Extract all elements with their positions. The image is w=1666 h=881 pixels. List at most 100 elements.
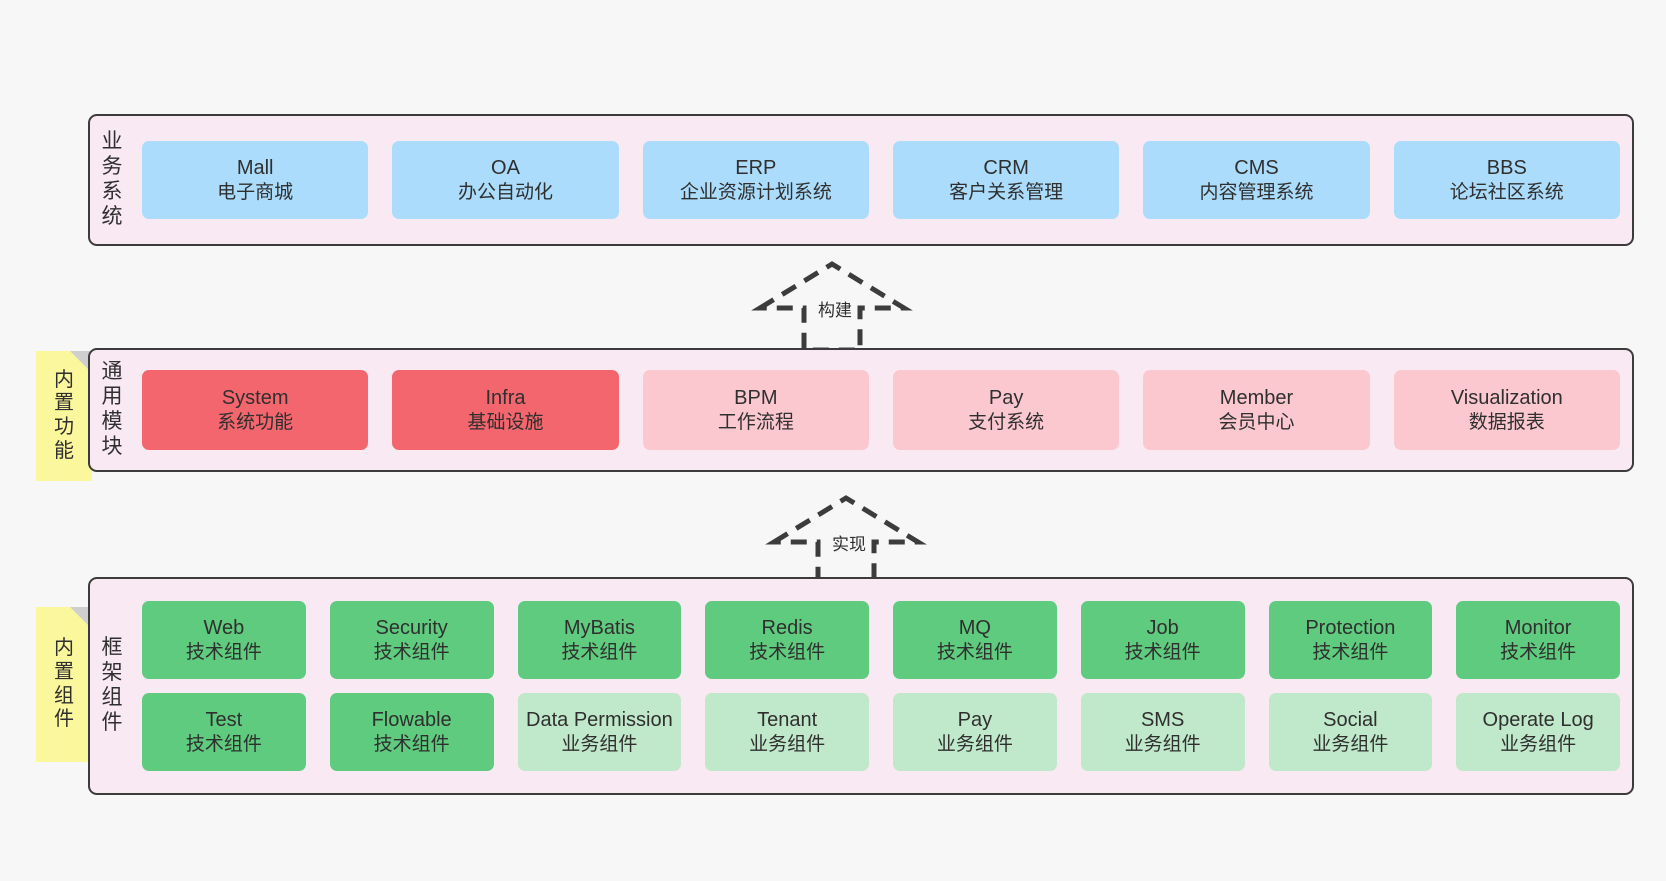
layer-title-char: 模 bbox=[101, 410, 123, 433]
card-subtitle: 内容管理系统 bbox=[1199, 181, 1314, 203]
sticky-note-builtin-features: 内 置 功 能 bbox=[36, 351, 92, 481]
card-subtitle: 业务组件 bbox=[561, 733, 638, 755]
dashed-hollow-arrow-icon bbox=[765, 495, 927, 587]
card-data-permission[interactable]: Data Permission 业务组件 bbox=[517, 693, 682, 771]
card-sms[interactable]: SMS 业务组件 bbox=[1080, 693, 1245, 771]
sticky-note-char: 件 bbox=[54, 708, 74, 731]
layer-title-char: 通 bbox=[101, 360, 123, 384]
card-title: Visualization bbox=[1450, 387, 1563, 410]
card-oa[interactable]: OA 办公自动化 bbox=[392, 141, 619, 219]
card-subtitle: 技术组件 bbox=[936, 641, 1013, 663]
card-title: BPM bbox=[734, 387, 778, 410]
card-row: Web 技术组件 Security 技术组件 MyBatis 技术组件 Redi… bbox=[142, 601, 1620, 679]
card-subtitle: 业务组件 bbox=[1312, 733, 1389, 755]
layer-title-framework-component: 框 架 组 件 bbox=[90, 579, 134, 793]
card-web[interactable]: Web 技术组件 bbox=[142, 601, 306, 679]
card-title: CRM bbox=[983, 157, 1029, 180]
card-monitor[interactable]: Monitor 技术组件 bbox=[1456, 601, 1620, 679]
card-subtitle: 业务组件 bbox=[749, 733, 826, 755]
card-row: System 系统功能 Infra 基础设施 BPM 工作流程 Pay 支付系统… bbox=[142, 370, 1620, 450]
layer-title-char: 块 bbox=[101, 434, 123, 458]
card-title: Job bbox=[1146, 617, 1179, 640]
card-title: System bbox=[221, 387, 289, 410]
card-subtitle: 业务组件 bbox=[1500, 733, 1577, 755]
card-row: Mall 电子商城 OA 办公自动化 ERP 企业资源计划系统 CRM 客户关系… bbox=[142, 141, 1620, 219]
card-subtitle: 技术组件 bbox=[1500, 641, 1577, 663]
card-subtitle: 数据报表 bbox=[1468, 411, 1545, 433]
folded-corner-icon bbox=[70, 607, 92, 629]
card-title: Member bbox=[1219, 387, 1294, 410]
card-member[interactable]: Member 会员中心 bbox=[1143, 370, 1370, 450]
card-title: Tenant bbox=[757, 709, 818, 732]
card-operate-log[interactable]: Operate Log 业务组件 bbox=[1456, 693, 1620, 771]
card-subtitle: 电子商城 bbox=[217, 181, 294, 203]
card-crm[interactable]: CRM 客户关系管理 bbox=[892, 141, 1120, 219]
card-subtitle: 技术组件 bbox=[1124, 641, 1201, 663]
card-pay-business[interactable]: Pay 业务组件 bbox=[893, 693, 1057, 771]
card-subtitle: 技术组件 bbox=[185, 733, 262, 755]
layer-title-char: 用 bbox=[101, 385, 123, 409]
card-subtitle: 技术组件 bbox=[749, 641, 826, 663]
card-bbs[interactable]: BBS 论坛社区系统 bbox=[1393, 141, 1620, 219]
card-mybatis[interactable]: MyBatis 技术组件 bbox=[517, 601, 682, 679]
layer-title-char: 架 bbox=[101, 661, 123, 685]
arrow-build-label: 构建 bbox=[818, 301, 852, 320]
sticky-note-char: 置 bbox=[54, 660, 74, 683]
card-title: Test bbox=[205, 709, 243, 732]
layer-title-char: 统 bbox=[101, 204, 123, 228]
folded-corner-icon bbox=[70, 351, 92, 373]
card-visualization[interactable]: Visualization 数据报表 bbox=[1393, 370, 1620, 450]
layer-title-common-module: 通 用 模 块 bbox=[90, 350, 134, 470]
arrow-build: 构建 bbox=[751, 258, 913, 353]
card-mq[interactable]: MQ 技术组件 bbox=[893, 601, 1057, 679]
card-title: Flowable bbox=[371, 709, 452, 732]
layer-body-common-module: System 系统功能 Infra 基础设施 BPM 工作流程 Pay 支付系统… bbox=[134, 350, 1632, 470]
card-flowable[interactable]: Flowable 技术组件 bbox=[329, 693, 494, 771]
card-title: SMS bbox=[1140, 709, 1185, 732]
layer-title-char: 组 bbox=[101, 686, 123, 709]
card-subtitle: 工作流程 bbox=[717, 411, 794, 433]
arrow-realize: 实现 bbox=[765, 492, 927, 587]
layer-business-system: 业 务 系 统 Mall 电子商城 OA 办公自动化 ERP 企业资源计划系统 bbox=[88, 114, 1634, 246]
sticky-note-char: 内 bbox=[54, 368, 74, 391]
sticky-note-char: 功 bbox=[54, 416, 74, 438]
card-title: Pay bbox=[957, 709, 993, 732]
card-subtitle: 客户关系管理 bbox=[949, 181, 1064, 203]
card-subtitle: 技术组件 bbox=[561, 641, 638, 663]
card-title: Operate Log bbox=[1482, 709, 1594, 732]
card-tenant[interactable]: Tenant 业务组件 bbox=[705, 693, 869, 771]
card-social[interactable]: Social 业务组件 bbox=[1268, 693, 1433, 771]
card-title: OA bbox=[491, 157, 520, 180]
card-title: MyBatis bbox=[563, 617, 635, 640]
card-protection[interactable]: Protection 技术组件 bbox=[1268, 601, 1433, 679]
layer-framework-component: 框 架 组 件 Web 技术组件 Security 技术组件 MyBatis 技… bbox=[88, 577, 1634, 795]
card-erp[interactable]: ERP 企业资源计划系统 bbox=[642, 141, 869, 219]
card-title: Web bbox=[203, 617, 245, 640]
sticky-note-char: 组 bbox=[54, 684, 74, 707]
card-subtitle: 技术组件 bbox=[373, 733, 450, 755]
card-subtitle: 业务组件 bbox=[936, 733, 1013, 755]
card-mall[interactable]: Mall 电子商城 bbox=[142, 141, 369, 219]
layer-title-business-system: 业 务 系 统 bbox=[90, 116, 134, 244]
card-title: Monitor bbox=[1504, 617, 1572, 640]
dashed-hollow-arrow-icon bbox=[751, 261, 913, 353]
card-security[interactable]: Security 技术组件 bbox=[329, 601, 494, 679]
layer-common-module: 通 用 模 块 System 系统功能 Infra 基础设施 BPM 工作流程 bbox=[88, 348, 1634, 472]
card-cms[interactable]: CMS 内容管理系统 bbox=[1143, 141, 1370, 219]
layer-title-char: 框 bbox=[101, 636, 123, 660]
card-infra[interactable]: Infra 基础设施 bbox=[392, 370, 619, 450]
sticky-note-char: 内 bbox=[54, 637, 74, 660]
card-title: ERP bbox=[735, 157, 777, 180]
card-pay[interactable]: Pay 支付系统 bbox=[892, 370, 1120, 450]
card-redis[interactable]: Redis 技术组件 bbox=[705, 601, 869, 679]
card-subtitle: 系统功能 bbox=[217, 411, 294, 433]
card-system[interactable]: System 系统功能 bbox=[142, 370, 369, 450]
card-title: Pay bbox=[988, 387, 1024, 410]
card-title: Protection bbox=[1305, 617, 1396, 640]
card-subtitle: 支付系统 bbox=[968, 411, 1045, 433]
arrow-realize-label: 实现 bbox=[832, 535, 866, 554]
card-bpm[interactable]: BPM 工作流程 bbox=[642, 370, 869, 450]
card-job[interactable]: Job 技术组件 bbox=[1080, 601, 1245, 679]
card-test[interactable]: Test 技术组件 bbox=[142, 693, 306, 771]
card-title: CMS bbox=[1234, 157, 1279, 180]
